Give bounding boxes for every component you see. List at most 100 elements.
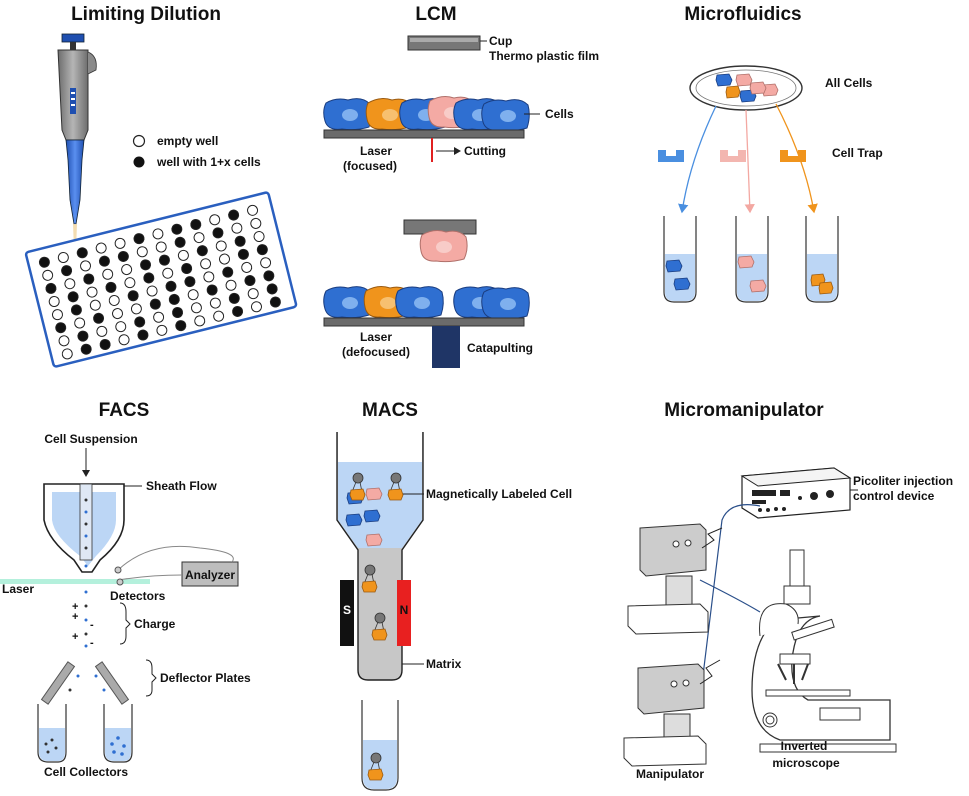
trap-blue-icon xyxy=(658,150,684,162)
filled-well xyxy=(269,296,281,308)
matrix-label: Matrix xyxy=(426,657,462,671)
panel-title: Limiting Dilution xyxy=(71,4,221,25)
empty-well xyxy=(213,310,225,322)
filled-well xyxy=(134,316,146,328)
filled-well xyxy=(67,291,79,303)
filled-well xyxy=(256,244,268,256)
empty-well xyxy=(156,324,168,336)
sheath-flow-label: Sheath Flow xyxy=(146,479,217,493)
charge-label: Charge xyxy=(134,617,176,631)
empty-well xyxy=(102,268,114,280)
filled-well xyxy=(105,281,117,293)
filled-well xyxy=(77,330,89,342)
empty-well xyxy=(153,311,165,323)
magnet-s xyxy=(340,580,354,646)
empty-well xyxy=(241,261,253,273)
svg-text:+: + xyxy=(72,601,78,613)
nozzle xyxy=(43,483,125,573)
cell-suspension-label: Cell Suspension xyxy=(44,432,137,446)
empty-well xyxy=(194,315,206,327)
empty-well xyxy=(115,321,127,333)
svg-text:+: + xyxy=(72,611,78,623)
filled-well xyxy=(232,305,244,317)
filled-well xyxy=(117,250,129,262)
filled-well xyxy=(140,259,152,271)
empty-well xyxy=(74,317,86,329)
empty-well xyxy=(177,249,189,261)
legend-filled-label: well with 1+x cells xyxy=(156,155,261,169)
slide-2 xyxy=(323,317,525,327)
empty-well xyxy=(96,325,108,337)
filled-well xyxy=(61,265,73,277)
filled-well xyxy=(45,282,57,294)
filled-well xyxy=(70,304,82,316)
filled-well xyxy=(168,293,180,305)
filled-well xyxy=(172,307,184,319)
cutting-label: Cutting xyxy=(464,144,506,158)
empty-well xyxy=(146,285,158,297)
panel-microfluidics: Microfluidics All Cells Cell Trap xyxy=(658,4,883,303)
cells-label: Cells xyxy=(545,107,574,121)
panel-title: FACS xyxy=(99,400,150,421)
empty-well-icon xyxy=(132,134,146,148)
empty-well xyxy=(95,242,107,254)
filled-well xyxy=(127,290,139,302)
empty-well xyxy=(203,271,215,283)
analyzer-device: Analyzer xyxy=(181,561,239,587)
pipette-icon xyxy=(57,33,97,250)
empty-well xyxy=(57,252,69,264)
filled-well xyxy=(98,255,110,267)
filled-well xyxy=(83,273,95,285)
detector-icon xyxy=(116,578,124,586)
magnet-n xyxy=(397,580,411,646)
analyzer-label: Analyzer xyxy=(185,568,235,582)
filled-well xyxy=(196,245,208,257)
picoliter-sub: control device xyxy=(853,489,935,503)
detector-icon xyxy=(114,566,122,574)
panel-title: MACS xyxy=(362,400,418,421)
laser-defocused-label: Laser xyxy=(360,330,392,344)
deflector-plate-right xyxy=(94,661,130,705)
empty-well xyxy=(108,294,120,306)
laser-beam xyxy=(0,579,150,584)
catapulting-label: Catapulting xyxy=(467,341,533,355)
empty-well xyxy=(48,296,60,308)
collector-tube-left xyxy=(37,704,67,763)
manipulator-top xyxy=(627,523,723,635)
empty-well xyxy=(152,228,164,240)
svg-text:-: - xyxy=(90,619,94,631)
trap-pink-icon xyxy=(720,150,746,162)
droplet-stream xyxy=(84,498,88,648)
empty-well xyxy=(124,277,136,289)
manipulator-label: Manipulator xyxy=(636,767,704,781)
svg-text:+: + xyxy=(72,631,78,643)
panel-title: LCM xyxy=(415,4,456,25)
empty-well xyxy=(187,289,199,301)
panel-macs: MACS Magnetically Labeled Cell S N Matri… xyxy=(336,400,572,791)
empty-well xyxy=(247,288,259,300)
empty-well xyxy=(218,253,230,265)
filled-well xyxy=(80,343,92,355)
empty-well xyxy=(193,232,205,244)
empty-well xyxy=(247,204,259,216)
filled-well xyxy=(212,227,224,239)
magnetically-labeled-label: Magnetically Labeled Cell xyxy=(426,487,572,501)
svg-text:-: - xyxy=(90,637,94,649)
filled-well xyxy=(38,256,50,268)
empty-well xyxy=(190,302,202,314)
empty-well xyxy=(250,301,262,313)
well-plate xyxy=(24,191,298,368)
filled-well xyxy=(99,338,111,350)
legend-empty-label: empty well xyxy=(157,134,218,148)
collection-tube xyxy=(361,700,399,791)
inverted-microscope-sub: microscope xyxy=(772,756,840,770)
cup-label: Cup xyxy=(489,34,512,48)
detectors-label: Detectors xyxy=(110,589,166,603)
cup-icon xyxy=(407,35,481,51)
filled-well xyxy=(171,223,183,235)
filled-well xyxy=(143,272,155,284)
s-pole-label: S xyxy=(343,603,351,617)
empty-well xyxy=(61,348,73,360)
filled-well xyxy=(228,292,240,304)
control-device xyxy=(740,467,852,519)
